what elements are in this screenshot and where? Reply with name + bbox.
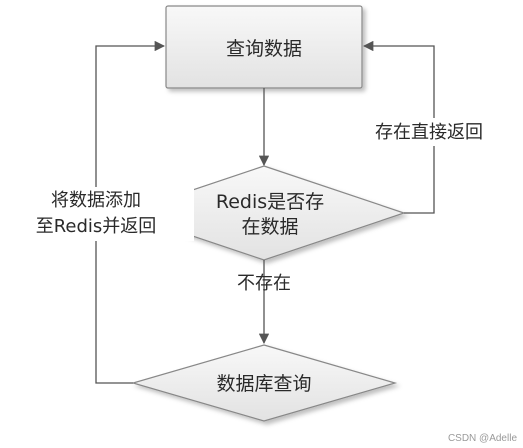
exists-label-bg (339, 118, 519, 146)
query-data-label: 查询数据 (226, 38, 302, 60)
add-label-line1: 将数据添加 (51, 190, 141, 211)
database-query-node: 数据库查询 (130, 344, 398, 422)
watermark: CSDN @Adelle (447, 433, 517, 444)
not-exists-label: 不存在 (237, 273, 291, 294)
add-label-line2: 至Redis并返回 (36, 216, 157, 237)
query-data-node: 查询数据 (165, 5, 363, 89)
database-query-label: 数据库查询 (216, 373, 311, 395)
redis-check-label-line1: Redis是否存 (216, 191, 324, 213)
redis-check-label-line2: 在数据 (241, 216, 298, 238)
exists-label: 存在直接返回 (375, 122, 483, 143)
add-label-bg (2, 187, 194, 241)
